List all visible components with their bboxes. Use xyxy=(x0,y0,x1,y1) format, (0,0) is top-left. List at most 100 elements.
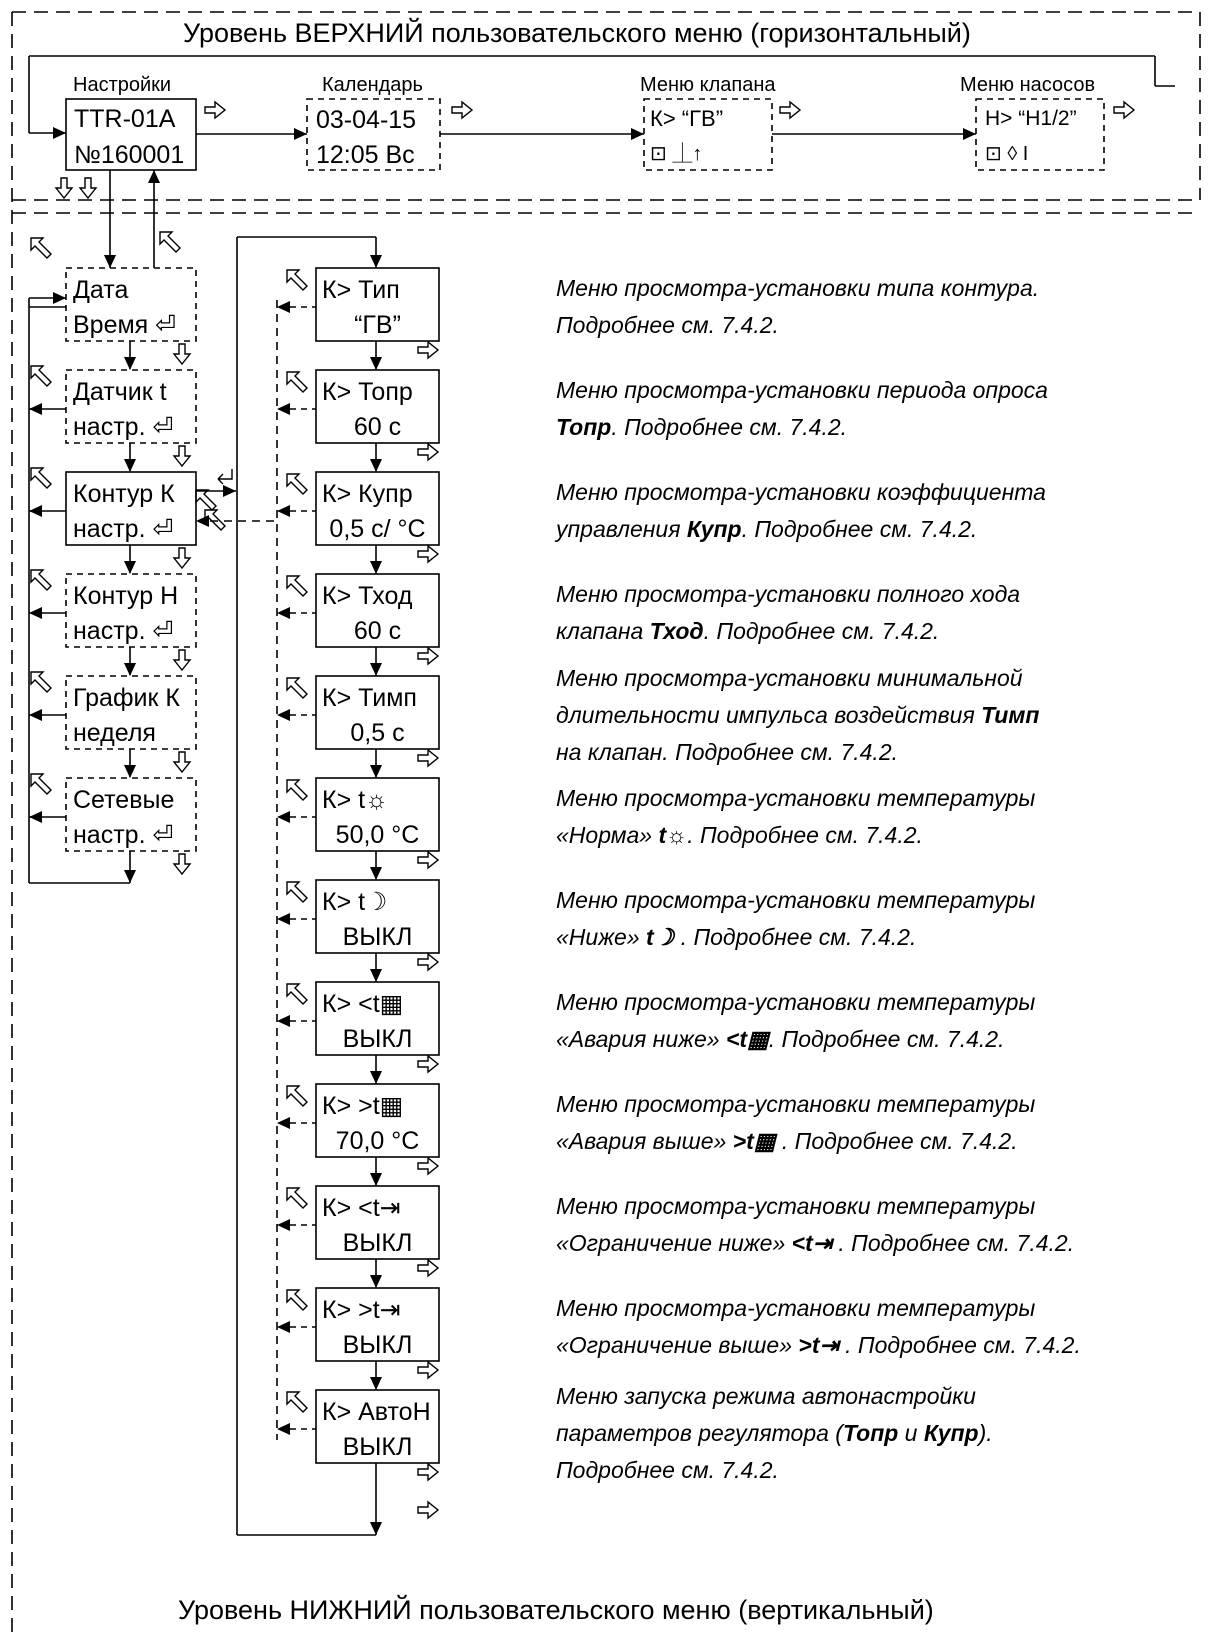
settings-item-sublabel[interactable]: настр. ⏎ xyxy=(73,515,174,543)
valve-param-label[interactable]: К> t☼ xyxy=(322,786,388,814)
back-key-icon xyxy=(286,881,308,903)
valve-screen-line1[interactable]: К> “ГВ” xyxy=(650,106,724,131)
arrow-head xyxy=(277,709,290,721)
arrow-head xyxy=(277,811,290,823)
valve-param-label[interactable]: К> <t▦ xyxy=(322,990,404,1018)
valve-screen-line2[interactable]: ⊡ ⏊↑ xyxy=(650,143,703,165)
back-key-icon xyxy=(30,569,52,591)
settings-screen-line1[interactable]: TTR-01A xyxy=(74,105,176,133)
valve-param-value[interactable]: 70,0 °С xyxy=(335,1127,420,1155)
arrow-head xyxy=(277,913,290,925)
description-line: Подробнее см. 7.4.2. xyxy=(556,312,779,338)
next-key-icon xyxy=(417,1258,440,1278)
settings-menu-box xyxy=(65,675,197,750)
settings-item-label[interactable]: Дата xyxy=(73,276,129,304)
description-line: Топр. Подробнее см. 7.4.2. xyxy=(556,414,848,440)
next-key-icon xyxy=(417,544,440,564)
arrow-head xyxy=(370,357,382,370)
valve-menu-box xyxy=(315,369,440,444)
description-line: длительности импульса воздействия Тимп xyxy=(556,702,1040,728)
valve-param-value[interactable]: ВЫКЛ xyxy=(342,1025,413,1053)
valve-param-value[interactable]: 0,5 с/ °С xyxy=(329,515,426,543)
settings-item-label[interactable]: Сетевые xyxy=(73,786,175,814)
down-key-icon xyxy=(172,343,192,366)
pump-screen-line1[interactable]: Н> “Н1/2” xyxy=(985,107,1077,130)
param-description: Меню просмотра-установки температуры«Ава… xyxy=(556,1086,1206,1160)
valve-param-label[interactable]: К> <t⇥ xyxy=(322,1194,401,1222)
bottom-level-title: Уровень НИЖНИЙ пользовательского меню (в… xyxy=(178,1595,934,1625)
description-line: параметров регулятора (Топр и Купр). xyxy=(556,1420,993,1446)
next-key-icon xyxy=(417,748,440,768)
down-key-icon xyxy=(172,649,192,672)
valve-param-value[interactable]: 50,0 °С xyxy=(335,821,420,849)
valve-param-label[interactable]: К> Топр xyxy=(322,378,413,406)
down-key-icon xyxy=(78,177,98,200)
valve-param-value[interactable]: “ГВ” xyxy=(354,311,401,339)
settings-header: Настройки xyxy=(73,74,172,96)
arrow-head xyxy=(963,128,976,140)
valve-param-value[interactable]: 60 с xyxy=(353,617,402,645)
back-key-icon xyxy=(286,473,308,495)
valve-menu-box xyxy=(315,1287,440,1362)
arrow-head xyxy=(294,128,307,140)
description-line: Меню просмотра-установки температуры xyxy=(556,1091,1036,1117)
arrow-head xyxy=(277,607,290,619)
valve-param-label[interactable]: К> >t▦ xyxy=(322,1092,404,1120)
settings-item-sublabel[interactable]: настр. ⏎ xyxy=(73,617,174,645)
arrow-head xyxy=(370,459,382,472)
valve-param-label[interactable]: К> Тход xyxy=(322,582,413,610)
valve-param-label[interactable]: К> >t⇥ xyxy=(322,1296,401,1324)
down-key-icon xyxy=(172,853,192,876)
valve-param-value[interactable]: ВЫКЛ xyxy=(342,1433,413,1461)
param-description: Меню просмотра-установки типа контура.По… xyxy=(556,270,1206,344)
calendar-screen-line2[interactable]: 12:05 Вс xyxy=(316,141,415,169)
valve-param-label[interactable]: К> Купр xyxy=(322,480,413,508)
arrow-head xyxy=(53,292,66,304)
valve-param-value[interactable]: ВЫКЛ xyxy=(342,1229,413,1257)
arrow-head xyxy=(148,170,160,183)
valve-param-label[interactable]: К> Тимп xyxy=(322,684,417,712)
settings-item-sublabel[interactable]: настр. ⏎ xyxy=(73,413,174,441)
valve-param-value[interactable]: 0,5 с xyxy=(350,719,405,747)
valve-param-value[interactable]: ВЫКЛ xyxy=(342,1331,413,1359)
description-line: Меню просмотра-установки температуры xyxy=(556,887,1036,913)
valve-menu-box xyxy=(315,1083,440,1158)
arrow-head xyxy=(370,561,382,574)
settings-item-sublabel[interactable]: Время ⏎ xyxy=(73,311,177,339)
settings-item-label[interactable]: Контур Н xyxy=(73,582,179,610)
next-key-icon xyxy=(417,646,440,666)
settings-item-sublabel[interactable]: неделя xyxy=(73,719,156,747)
settings-item-label[interactable]: Датчик t xyxy=(73,378,167,406)
next-key-icon xyxy=(417,952,440,972)
calendar-screen-line1[interactable]: 03-04-15 xyxy=(316,106,417,134)
down-key-icon xyxy=(172,547,192,570)
back-key-icon xyxy=(286,1187,308,1209)
back-key-icon xyxy=(286,575,308,597)
pump-screen-line2[interactable]: ⊡ ◊ I xyxy=(985,143,1029,165)
arrow-head xyxy=(124,765,136,778)
pump-menu-header: Меню насосов xyxy=(960,74,1096,96)
settings-screen-line2[interactable]: №160001 xyxy=(74,141,185,169)
arrow-head xyxy=(277,1423,290,1435)
valve-param-label[interactable]: К> АвтоН xyxy=(322,1398,431,1426)
arrow-head xyxy=(370,1275,382,1288)
back-key-icon xyxy=(30,365,52,387)
description-line: на клапан. Подробнее см. 7.4.2. xyxy=(556,739,899,765)
arrow-head xyxy=(124,459,136,472)
settings-menu-box xyxy=(65,573,197,648)
settings-item-sublabel[interactable]: настр. ⏎ xyxy=(73,821,174,849)
next-key-icon xyxy=(417,1054,440,1074)
settings-item-label[interactable]: Контур К xyxy=(73,480,175,508)
valve-param-label[interactable]: К> t☽ xyxy=(322,888,388,916)
description-line: клапана Тход. Подробнее см. 7.4.2. xyxy=(556,618,940,644)
valve-param-value[interactable]: ВЫКЛ xyxy=(342,923,413,951)
next-key-icon xyxy=(417,1360,440,1380)
back-key-icon xyxy=(30,467,52,489)
valve-param-label[interactable]: К> Тип xyxy=(322,276,400,304)
back-key-icon xyxy=(286,269,308,291)
valve-menu-box xyxy=(315,1389,440,1464)
arrow-head xyxy=(370,969,382,982)
settings-item-label[interactable]: График К xyxy=(73,684,180,712)
valve-param-value[interactable]: 60 с xyxy=(353,413,402,441)
